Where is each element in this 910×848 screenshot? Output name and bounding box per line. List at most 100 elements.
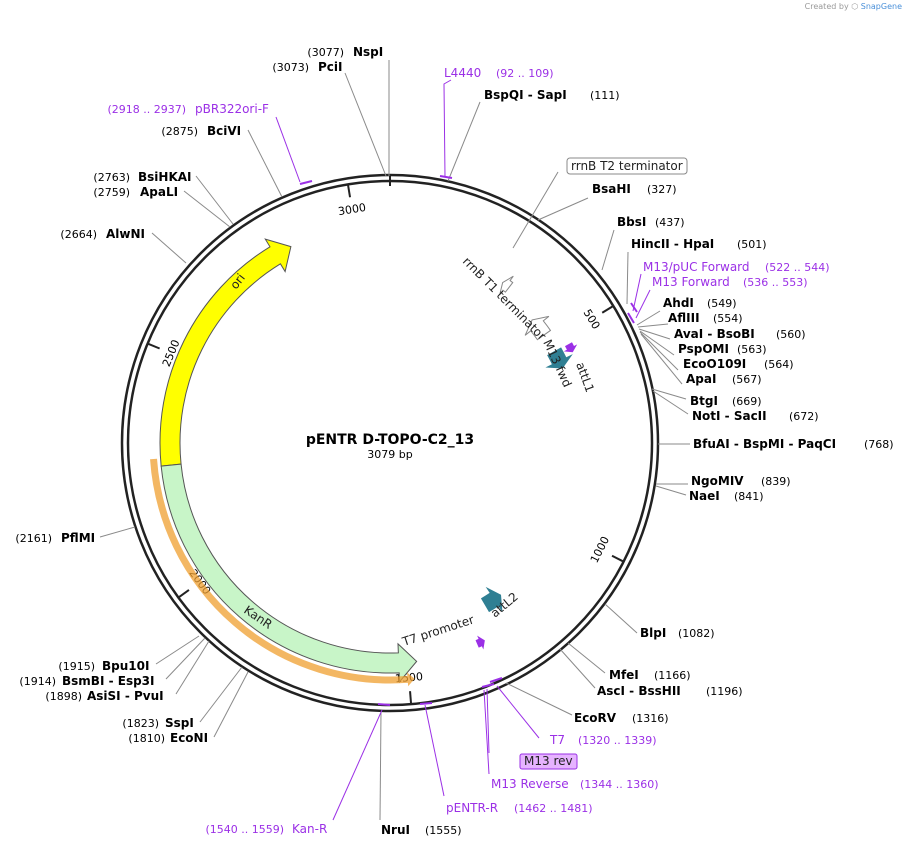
enzyme-bspqi-sapi: BspQI - SapI — [484, 88, 567, 102]
feature-t7promoter-arrow — [475, 635, 485, 650]
m13rev-label-box — [519, 753, 578, 770]
enzyme-pos-btgi: (669) — [732, 395, 762, 408]
enzyme-pcii: PciI — [318, 60, 343, 74]
feature-neo-highlight-arrow — [150, 458, 415, 687]
enzyme-bfuai-bspmi-paqci: BfuAI - BspMI - PaqCI — [693, 437, 836, 451]
enzyme-pos-bfuai: (768) — [864, 438, 894, 451]
feature-label-rrnb-t2: rrnB T2 terminator — [571, 159, 683, 173]
enzyme-pos-nrui: (1555) — [425, 824, 462, 837]
feature-rrnb-t1-arrow — [524, 315, 552, 341]
enzyme-pos-ecoo109i: (564) — [764, 358, 794, 371]
snapgene-credit: Created by ⬡ SnapGene — [805, 2, 902, 11]
enzyme-naei: NaeI — [689, 489, 720, 503]
primer-range-m13-puc: (522 .. 544) — [765, 261, 830, 274]
enzyme-pos-econi: (1810) — [128, 732, 165, 745]
feature-label-attl1: attL1 — [573, 360, 597, 394]
enzyme-pos-noti: (672) — [789, 410, 819, 423]
primer-range-kan-r: (1540 .. 1559) — [205, 823, 284, 836]
enzyme-pos-sspi: (1823) — [122, 717, 159, 730]
enzyme-bsihkai: BsiHKAI — [138, 170, 192, 184]
enzyme-pos-afliii: (554) — [713, 312, 743, 325]
tick-label-1000: 1000 — [588, 534, 612, 565]
enzyme-labels: (3077) NspI (3073) PciI BspQI - SapI (11… — [15, 45, 893, 837]
primer-range-l4440: (92 .. 109) — [496, 67, 554, 80]
enzyme-leaders — [99, 60, 690, 821]
tick-label-3000: 3000 — [337, 201, 367, 218]
enzyme-pos-apai: (567) — [732, 373, 762, 386]
enzyme-pos-bpu10i: (1915) — [58, 660, 95, 673]
primer-m13-puc-forward: M13/pUC Forward — [643, 260, 750, 274]
primer-l4440: L4440 — [444, 66, 481, 80]
enzyme-pos-hincii: (501) — [737, 238, 767, 251]
feature-m13fwd-arrow — [563, 342, 578, 353]
enzyme-pos-pspomi: (563) — [737, 343, 767, 356]
feature-rrnb-t2-arrow — [499, 275, 514, 295]
credit-prefix: Created by — [804, 2, 849, 11]
enzyme-apai: ApaI — [686, 372, 716, 386]
enzyme-bsmbi-esp3i: BsmBI - Esp3I — [62, 674, 154, 688]
enzyme-avai-bsobi: AvaI - BsoBI — [674, 327, 755, 341]
feature-attl1-arrow — [545, 347, 573, 369]
enzyme-pos-bsihkai: (2763) — [93, 171, 130, 184]
rrnb-t2-label-box — [566, 157, 688, 175]
enzyme-pos-avai: (560) — [776, 328, 806, 341]
tick-mark-1000 — [611, 554, 624, 563]
enzyme-bbsi: BbsI — [617, 215, 646, 229]
enzyme-pos-asci: (1196) — [706, 685, 743, 698]
tick-mark-500 — [601, 305, 613, 314]
enzyme-ecorv: EcoRV — [574, 711, 617, 725]
enzyme-bpu10i: Bpu10I — [102, 659, 149, 673]
enzyme-alwni: AlwNI — [106, 227, 145, 241]
primer-labels: L4440 (92 .. 109) (2918 .. 2937) pBR322o… — [107, 66, 829, 836]
tick-mark-1500 — [409, 691, 413, 704]
primer-leaders — [275, 79, 651, 821]
enzyme-pos-bbsi: (437) — [655, 216, 685, 229]
feature-group — [150, 238, 578, 687]
feature-label-rrnb-t1: rrnB T1 terminator — [460, 254, 549, 343]
enzyme-ngomiv: NgoMIV — [691, 474, 744, 488]
primer-t7: T7 — [549, 733, 565, 747]
enzyme-pos-blpi: (1082) — [678, 627, 715, 640]
enzyme-pos-ngomiv: (839) — [761, 475, 791, 488]
enzyme-pos-alwni: (2664) — [60, 228, 97, 241]
enzyme-pos-bcivi: (2875) — [161, 125, 198, 138]
enzyme-pspomi: PspOMI — [678, 342, 729, 356]
feature-ori-arrow — [159, 238, 292, 467]
enzyme-asisi-pvui: AsiSI - PvuI — [87, 689, 164, 703]
enzyme-noti-sacii: NotI - SacII — [692, 409, 767, 423]
enzyme-bsahi: BsaHI — [592, 182, 631, 196]
enzyme-nspi: NspI — [353, 45, 383, 59]
enzyme-pos-asisi: (1898) — [45, 690, 82, 703]
primer-m13-forward: M13 Forward — [652, 275, 730, 289]
primer-pbr322ori-f: pBR322ori-F — [195, 102, 269, 116]
enzyme-pflmi: PflMI — [61, 531, 95, 545]
plasmid-name: pENTR D-TOPO-C2_13 — [306, 432, 474, 448]
credit-brand: SnapGene — [860, 2, 902, 11]
primer-marks — [299, 175, 638, 706]
primer-pentr-r: pENTR-R — [446, 801, 498, 815]
plasmid-length: 3079 bp — [367, 448, 412, 461]
enzyme-ecoo109i: EcoO109I — [683, 357, 746, 371]
primer-m13-reverse: M13 Reverse — [491, 777, 569, 791]
enzyme-pos-ahdi: (549) — [707, 297, 737, 310]
enzyme-mfei: MfeI — [609, 668, 639, 682]
primer-kan-r: Kan-R — [292, 822, 327, 836]
enzyme-pos-apali: (2759) — [93, 186, 130, 199]
primer-range-t7: (1320 .. 1339) — [578, 734, 657, 747]
enzyme-pos-nspi: (3077) — [307, 46, 344, 59]
tick-label-500: 500 — [581, 307, 603, 332]
enzyme-econi: EcoNI — [170, 731, 208, 745]
enzyme-asci-bsshii: AscI - BssHII — [597, 684, 681, 698]
primer-range-m13-forward: (536 .. 553) — [743, 276, 808, 289]
feature-labels: rrnB T2 terminator rrnB T1 terminator M1… — [227, 157, 688, 649]
enzyme-pos-mfei: (1166) — [654, 669, 691, 682]
primer-range-m13-reverse: (1344 .. 1360) — [580, 778, 659, 791]
enzyme-pos-pflmi: (2161) — [15, 532, 52, 545]
enzyme-pos-naei: (841) — [734, 490, 764, 503]
enzyme-nrui: NruI — [381, 823, 410, 837]
enzyme-btgi: BtgI — [690, 394, 718, 408]
enzyme-pos-pcii: (3073) — [272, 61, 309, 74]
enzyme-ahdi: AhdI — [663, 296, 694, 310]
tick-mark-3000 — [347, 185, 352, 198]
